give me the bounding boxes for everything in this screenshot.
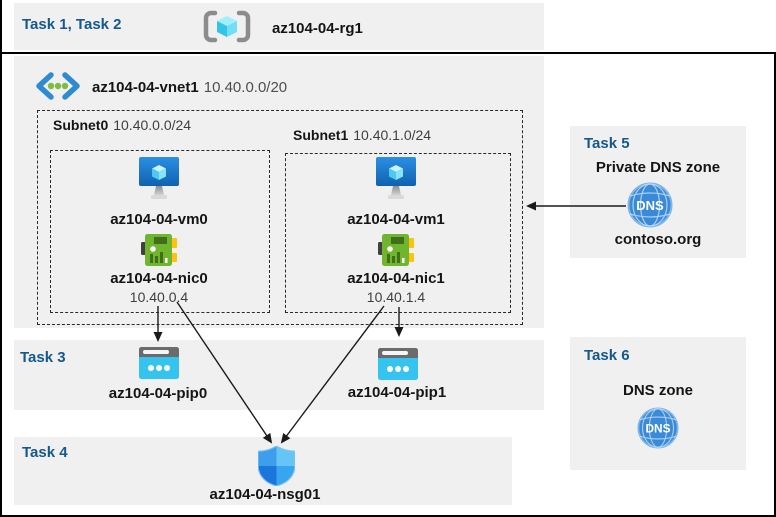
subnet0-box	[50, 150, 270, 313]
subnet1-cidr-label: 10.40.1.0/24	[353, 127, 432, 143]
virtual-network-icon	[34, 71, 82, 101]
resource-group-icon	[202, 9, 252, 44]
nic1-ip-label: 10.40.1.4	[366, 289, 426, 305]
task-1-2-label: Task 1, Task 2	[22, 16, 122, 33]
task-3-label: Task 3	[20, 349, 66, 366]
nic1-icon	[378, 233, 414, 267]
subnet0-cidr-label: 10.40.0.0/24	[113, 117, 192, 133]
vm0-icon	[139, 157, 179, 202]
nsg-shield-icon	[258, 446, 295, 486]
dns-icon-text: DNS	[636, 198, 664, 213]
vnet-container	[14, 56, 544, 328]
pip0-label: az104-04-pip0	[108, 385, 208, 402]
dns-zone-icon: DNS	[637, 407, 679, 449]
subnet0-name-label: Subnet0	[53, 117, 109, 133]
subnets-outline	[37, 110, 523, 325]
task-4-label: Task 4	[22, 444, 68, 461]
resource-group-label: az104-04-rg1	[272, 20, 363, 37]
task-6-label: Task 6	[584, 347, 630, 364]
vm0-label: az104-04-vm0	[110, 211, 208, 228]
vm1-label: az104-04-vm1	[347, 211, 445, 228]
private-dns-zone-title: Private DNS zone	[595, 159, 721, 176]
pip1-label: az104-04-pip1	[347, 384, 447, 401]
pip1-icon	[378, 348, 418, 380]
subnet1-box	[285, 153, 511, 313]
frame-left-edge	[0, 0, 2, 54]
private-dns-zone-icon: DNS	[627, 182, 673, 228]
vnet-name-label: az104-04-vnet1	[92, 79, 199, 96]
dns-zone-title: DNS zone	[622, 382, 693, 399]
nic0-icon	[141, 233, 177, 267]
task-3-band	[14, 340, 544, 410]
task-1-2-band	[14, 3, 544, 50]
diagram-frame	[0, 52, 776, 517]
subnet1-name-label: Subnet1	[293, 127, 349, 143]
contoso-zone-label: contoso.org	[614, 231, 702, 248]
nic0-label: az104-04-nic0	[110, 270, 208, 287]
vnet-cidr-label: 10.40.0.0/20	[203, 79, 288, 96]
nic0-ip-label: 10.40.0.4	[129, 289, 189, 305]
nic1-label: az104-04-nic1	[347, 270, 445, 287]
task-5-label: Task 5	[584, 135, 630, 152]
nsg-label: az104-04-nsg01	[209, 486, 321, 503]
vm1-icon	[376, 157, 416, 202]
dns-icon-text: DNS	[645, 422, 670, 436]
pip0-icon	[139, 347, 179, 379]
